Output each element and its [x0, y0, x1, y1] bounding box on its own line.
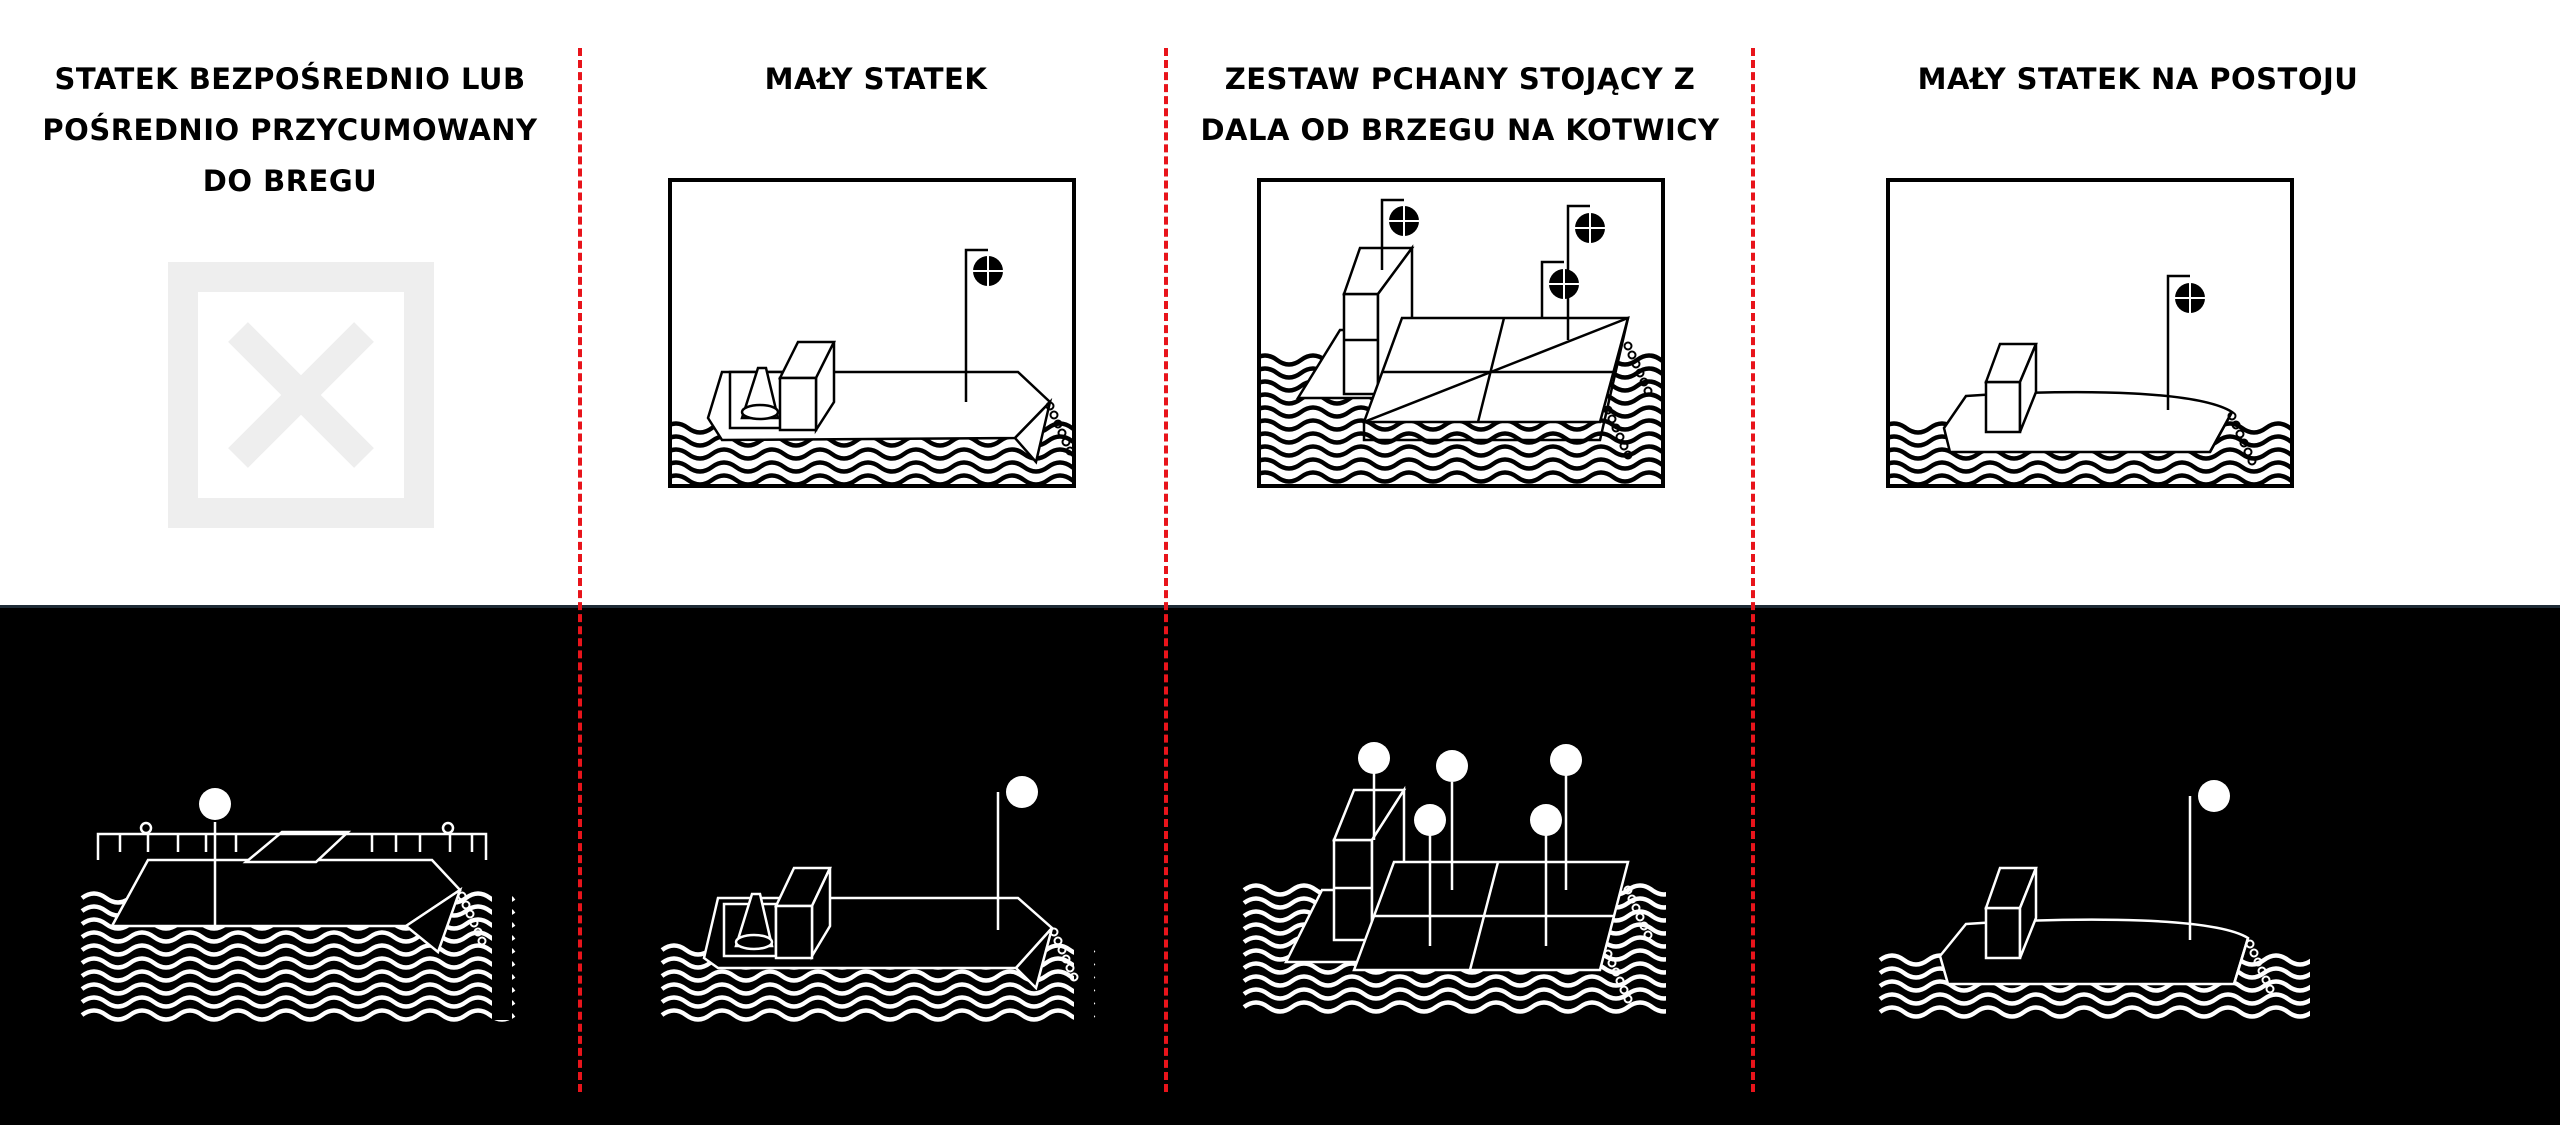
small-vessel-day-signal [668, 178, 1076, 488]
title-pushed-convoy: ZESTAW PCHANY STOJĄCY Z DALA OD BRZEGU N… [1200, 62, 1720, 147]
column-divider [1164, 48, 1168, 1092]
small-vessel-anchored-night-signal [1880, 780, 2330, 1030]
pushed-convoy-night-signal [1244, 742, 1686, 1030]
title-small-vessel: MAŁY STATEK [764, 62, 988, 96]
title-small-vessel-anchored: MAŁY STATEK NA POSTOJU [1917, 62, 2359, 96]
moored-night-signal [82, 788, 514, 1020]
column-divider [578, 48, 582, 1092]
no-signal-x-icon [168, 262, 434, 528]
column-divider [1751, 48, 1755, 1092]
small-vessel-night-signal [662, 776, 1094, 1030]
small-vessel-anchored-day-signal [1886, 178, 2294, 488]
pushed-convoy-day-signal [1257, 178, 1665, 488]
title-moored: STATEK BEZPOŚREDNIO LUB POŚREDNIO PRZYCU… [42, 62, 538, 198]
